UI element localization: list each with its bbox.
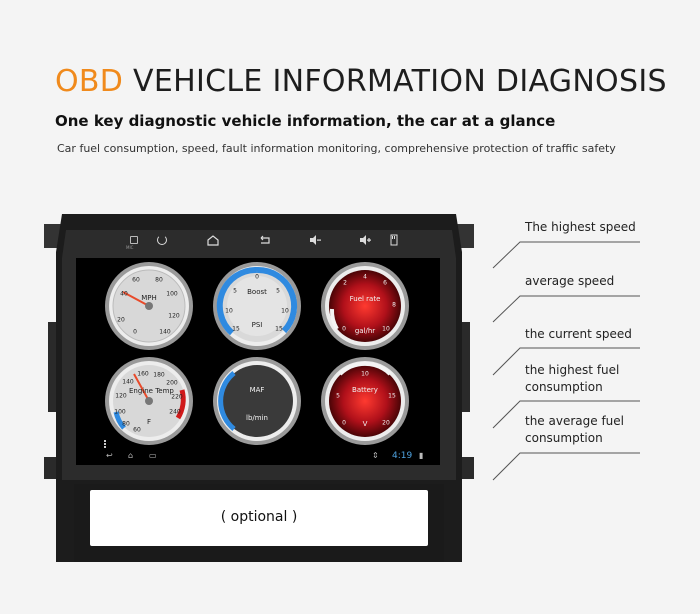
speed-tick: 140 xyxy=(159,328,171,336)
gauge-speed-label: MPH xyxy=(141,294,157,302)
gauge-speed[interactable]: MPH 20 40 60 80 100 120 140 0 xyxy=(104,261,194,351)
gauge-battery-dial xyxy=(321,357,409,445)
battery-tick: 20 xyxy=(382,419,390,427)
status-battery-icon: ▮ xyxy=(419,451,424,460)
fuel-rate-tick: 0 xyxy=(342,325,346,333)
boost-tick: 10 xyxy=(225,307,233,315)
optional-label: ( optional ) xyxy=(220,509,298,525)
gauge-speed-dial xyxy=(105,262,193,350)
gauge-maf[interactable]: MAF lb/min xyxy=(212,356,302,446)
gauge-battery[interactable]: Battery V 5 10 15 20 0 xyxy=(320,356,410,446)
mic-icon xyxy=(130,236,138,244)
volume-up-icon xyxy=(360,235,371,245)
back-icon xyxy=(260,235,270,244)
gauge-engine-temp[interactable]: Engine Temp F 100 120 140 160 180 200 22… xyxy=(104,356,194,446)
speed-needle xyxy=(122,291,150,307)
top-button-volume-down[interactable] xyxy=(308,234,322,246)
engine-temp-tick: 160 xyxy=(137,370,149,378)
speed-tick: 20 xyxy=(117,316,125,324)
annotation-highest-speed: The highest speed xyxy=(525,220,636,234)
engine-temp-tick: 200 xyxy=(166,379,178,387)
top-button-volume-up[interactable] xyxy=(358,234,372,246)
engine-temp-tick: 80 xyxy=(122,420,130,428)
page-description: Car fuel consumption, speed, fault infor… xyxy=(57,142,616,155)
gauge-fuel-rate-label: Fuel rate xyxy=(349,295,381,303)
engine-temp-tick: 240 xyxy=(169,408,181,416)
gauge-fuel-rate-dial xyxy=(321,262,409,350)
volume-down-icon xyxy=(310,235,321,245)
fuel-rate-tick: 2 xyxy=(343,279,347,287)
engine-temp-tick: 180 xyxy=(153,371,165,379)
top-button-power[interactable] xyxy=(156,234,168,246)
gauge-battery-label: Battery xyxy=(352,386,378,394)
boost-tick: 5 xyxy=(276,287,280,295)
speed-tick: 100 xyxy=(166,290,178,298)
sd-card-icon xyxy=(390,234,398,246)
engine-temp-needle xyxy=(133,373,150,402)
status-usb-icon: ⇕ xyxy=(372,451,379,460)
nav-back-icon[interactable]: ↩ xyxy=(106,451,113,460)
top-button-back[interactable] xyxy=(258,234,272,246)
gauge-battery-unit: V xyxy=(362,420,368,428)
annotation-highest-fuel: the highest fuel consumption xyxy=(525,363,620,394)
boost-tick: 0 xyxy=(255,273,259,281)
nav-home-icon[interactable]: ⌂ xyxy=(128,451,134,460)
engine-temp-tick: 60 xyxy=(133,426,141,434)
fuel-rate-tick: 10 xyxy=(382,325,390,333)
annotation-current-speed: the current speed xyxy=(525,327,632,341)
gauge-boost[interactable]: Boost PSI 0 5 10 15 5 10 15 xyxy=(212,261,302,351)
boost-tick: 5 xyxy=(233,287,237,295)
speed-tick: 120 xyxy=(168,312,180,320)
speed-tick: 0 xyxy=(133,328,137,336)
gauge-boost-dial xyxy=(213,262,301,350)
top-button-sd-card[interactable] xyxy=(389,234,399,246)
fuel-rate-tick: 8 xyxy=(392,301,396,309)
battery-tick: 0 xyxy=(342,419,346,427)
page-subtitle: One key diagnostic vehicle information, … xyxy=(55,112,556,130)
gauge-maf-label: MAF xyxy=(249,386,265,394)
battery-tick: 15 xyxy=(388,392,396,400)
annotation-average-fuel: the average fuel consumption xyxy=(525,414,624,445)
gauge-boost-unit: PSI xyxy=(251,321,263,329)
boost-tick: 10 xyxy=(281,307,289,315)
engine-temp-tick: 120 xyxy=(115,392,127,400)
title-text: VEHICLE INFORMATION DIAGNOSIS xyxy=(133,64,667,99)
annotation-average-speed: average speed xyxy=(525,274,615,288)
gauge-engine-temp-unit: F xyxy=(146,418,152,426)
speed-tick: 80 xyxy=(155,276,163,284)
home-icon xyxy=(207,235,219,246)
speed-tick: 40 xyxy=(120,290,128,298)
nav-recents-icon[interactable]: ▭ xyxy=(149,451,157,460)
page-title: OBD VEHICLE INFORMATION DIAGNOSIS xyxy=(55,64,667,99)
boost-tick: 15 xyxy=(232,325,240,333)
mic-label: MIC xyxy=(126,245,134,250)
gauge-maf-dial xyxy=(213,357,301,445)
gauge-engine-temp-label: Engine Temp xyxy=(129,387,174,395)
engine-temp-tick: 100 xyxy=(114,408,126,416)
top-button-mic[interactable]: MIC xyxy=(126,236,140,254)
battery-tick: 5 xyxy=(336,392,340,400)
obd-screen: MPH 20 40 60 80 100 120 140 0 Boost PSI … xyxy=(76,258,440,465)
gauge-fuel-rate-unit: gal/hr xyxy=(354,327,376,335)
fuel-rate-tick: 4 xyxy=(363,273,367,281)
boost-tick: 15 xyxy=(275,325,283,333)
gauge-maf-unit: lb/min xyxy=(246,414,268,422)
engine-temp-tick: 220 xyxy=(171,393,183,401)
optional-panel: ( optional ) xyxy=(90,490,428,546)
gauge-engine-temp-dial xyxy=(105,357,193,445)
overflow-menu-icon[interactable] xyxy=(104,440,108,448)
brand-word: OBD xyxy=(55,64,124,99)
gauge-fuel-rate[interactable]: Fuel rate gal/hr 2 4 6 8 10 0 xyxy=(320,261,410,351)
power-icon xyxy=(157,235,167,245)
fuel-rate-tick: 6 xyxy=(383,279,387,287)
engine-temp-tick: 140 xyxy=(122,378,134,386)
android-nav-bar: ↩ ⌂ ▭ ⇕ 4:19 ▮ xyxy=(76,449,440,465)
status-clock: 4:19 xyxy=(392,451,413,461)
gauge-boost-label: Boost xyxy=(247,288,267,296)
top-button-home[interactable] xyxy=(206,234,220,246)
battery-tick: 10 xyxy=(361,370,369,378)
speed-tick: 60 xyxy=(132,276,140,284)
